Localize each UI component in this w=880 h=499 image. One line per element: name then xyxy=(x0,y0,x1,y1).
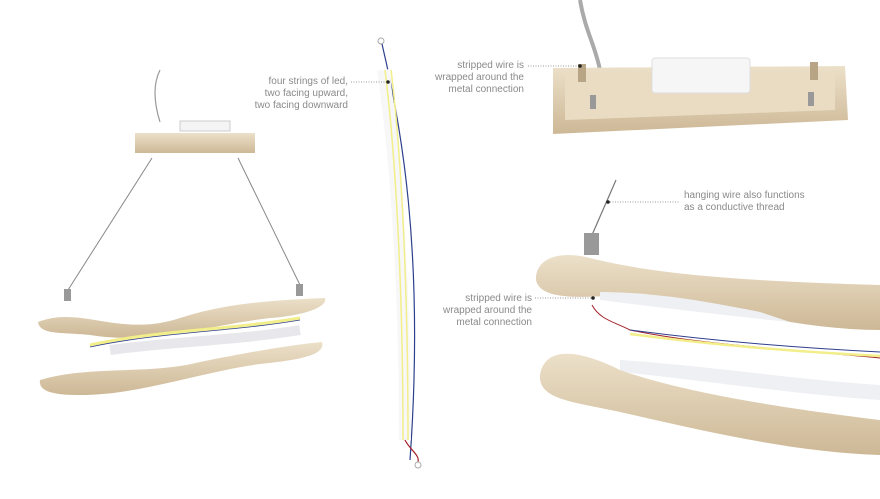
annotation-line: as a conductive thread xyxy=(684,202,785,213)
annotation-line: wrapped around the xyxy=(435,72,524,83)
annotation-line: wrapped around the xyxy=(443,305,532,316)
hanging-wire xyxy=(591,179,617,236)
lower-wood-slat xyxy=(39,342,323,395)
connection-detail-view xyxy=(535,179,880,455)
hanging-wire xyxy=(67,157,153,291)
led-string xyxy=(384,69,404,441)
upper-wood-slat-detail xyxy=(535,254,880,330)
upper-wood-slat xyxy=(38,298,326,338)
annotation-line: hanging wire also functions xyxy=(684,190,805,201)
annotation-line: metal connection xyxy=(448,84,524,95)
led-string xyxy=(390,69,409,441)
annotation-line: two facing upward, xyxy=(264,88,348,99)
wire-clamp xyxy=(584,233,599,255)
annotation-line: four strings of led, xyxy=(268,76,348,87)
led-strings-annotation: four strings of led, two facing upward, … xyxy=(230,76,348,112)
annotation-line: stripped wire is xyxy=(465,293,532,304)
driver-box xyxy=(179,120,231,132)
full-lamp-view xyxy=(38,69,326,395)
canopy-detail-view xyxy=(528,0,848,134)
lower-wood-slat-detail xyxy=(539,353,880,455)
hanging-wire xyxy=(237,157,301,286)
annotation-line: stripped wire is xyxy=(457,60,524,71)
hanging-wire-annotation: hanging wire also functions as a conduct… xyxy=(684,190,834,214)
annotation-line: metal connection xyxy=(456,317,532,328)
driver-box xyxy=(651,57,751,94)
stripped-wire-top-annotation: stripped wire is wrapped around the meta… xyxy=(420,60,524,96)
annotation-line: two facing downward xyxy=(254,100,348,111)
ceiling-canopy xyxy=(135,133,255,153)
stripped-wire-bottom-annotation: stripped wire is wrapped around the meta… xyxy=(428,293,532,329)
led-strip-view xyxy=(351,37,422,469)
red-wire xyxy=(404,439,419,463)
